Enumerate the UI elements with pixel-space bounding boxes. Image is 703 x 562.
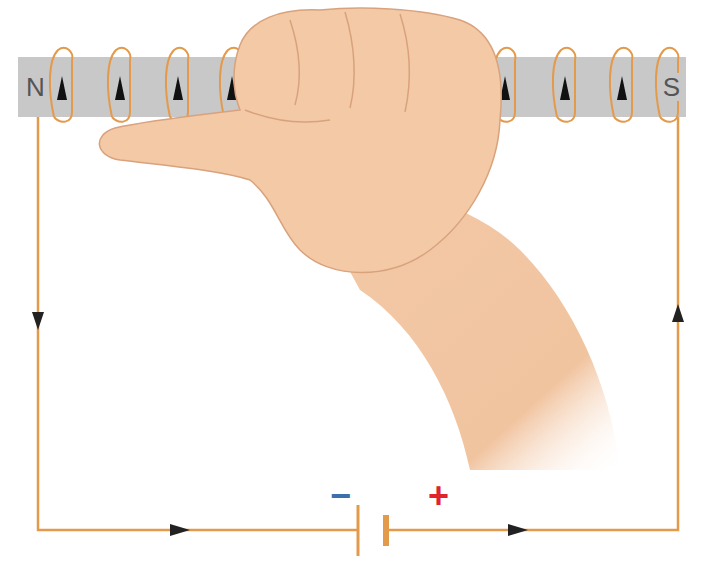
- battery-terminal-sign: −: [330, 478, 351, 514]
- coil-turn: [166, 48, 188, 117]
- current-arrow: [617, 76, 627, 100]
- coil-turn: [108, 48, 130, 117]
- pole-label: N: [24, 73, 47, 101]
- coil-turn: [553, 48, 575, 117]
- battery-plate: [383, 515, 389, 546]
- battery-terminal-sign: +: [428, 478, 449, 514]
- coil-turn: [50, 48, 72, 117]
- coil-turn: [54, 60, 72, 122]
- current-arrow: [560, 76, 570, 100]
- current-arrow: [57, 76, 67, 100]
- battery-plate: [357, 505, 360, 556]
- current-arrow: [173, 76, 183, 100]
- iron-core-band: NS: [18, 57, 686, 117]
- coil-turn: [614, 60, 632, 122]
- current-arrow: [115, 76, 125, 100]
- coil-turn: [112, 60, 130, 122]
- coil-turn: [170, 60, 188, 122]
- coil-turn: [557, 60, 575, 122]
- right-hand: [99, 8, 620, 470]
- pole-label: S: [661, 73, 682, 101]
- coil-turn: [610, 48, 632, 117]
